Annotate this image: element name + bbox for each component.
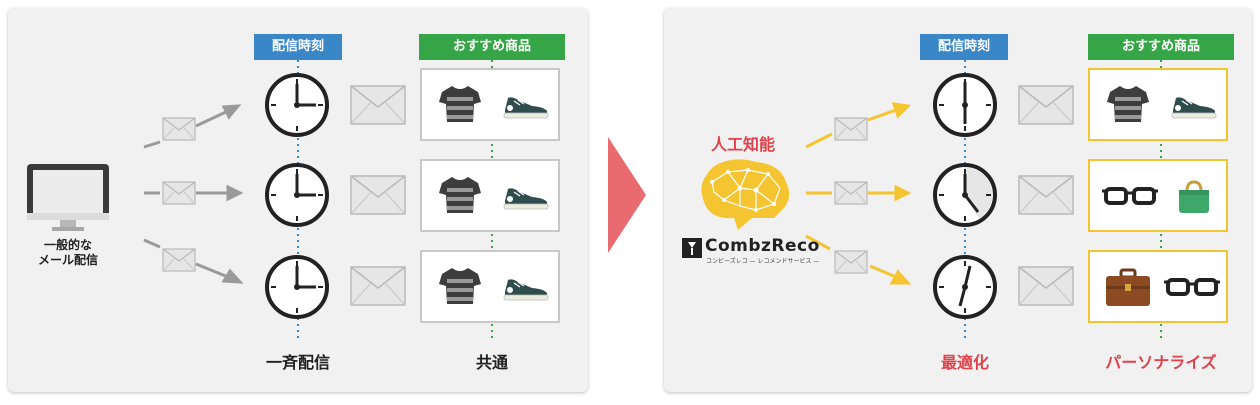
brand-subtitle: コンビーズレコ — レコメンドサービス — <box>706 258 820 265</box>
clock-icon <box>933 163 997 227</box>
clock-icon <box>265 163 329 227</box>
mail-icon <box>834 181 868 205</box>
ai-label: 人工知能 <box>710 135 775 154</box>
time-header: 配信時刻 <box>254 34 342 60</box>
product-box <box>1088 250 1228 323</box>
mail-icon <box>1018 266 1074 306</box>
product-box <box>1088 68 1228 141</box>
mail-icon <box>834 117 868 141</box>
bottom-time-label: 一斉配信 <box>265 353 330 372</box>
shirt-icon <box>1106 84 1150 124</box>
bottom-time-label: 最適化 <box>940 353 989 372</box>
briefcase-icon <box>1104 268 1152 308</box>
bottom-rec-label: パーソナライズ <box>1105 353 1217 372</box>
pc-label-line-2: メール配信 <box>37 253 98 267</box>
monitor-icon <box>27 164 109 231</box>
brain-icon <box>701 159 790 230</box>
brand-name: CombzReco <box>705 236 820 256</box>
clock-icon <box>933 255 997 319</box>
bag-icon <box>1176 179 1212 215</box>
mail-icon <box>1018 175 1074 215</box>
clock-icon <box>265 255 329 319</box>
clock-icon <box>265 73 329 137</box>
bottom-rec-label: 共通 <box>475 353 508 372</box>
time-header: 配信時刻 <box>920 34 1008 60</box>
mail-icon <box>834 250 868 274</box>
pc-label: 一般的な メール配信 <box>28 238 108 268</box>
product-box <box>1088 159 1228 232</box>
sneaker-icon <box>1170 92 1218 120</box>
rec-header: おすすめ商品 <box>1088 34 1234 60</box>
product-box <box>420 250 560 323</box>
clock-icon <box>933 73 997 137</box>
combzreco-logo-icon <box>682 238 702 258</box>
pc-label-line-1: 一般的な <box>43 238 92 252</box>
glasses-icon <box>1164 276 1220 300</box>
product-box <box>420 68 560 141</box>
product-box <box>420 159 560 232</box>
mail-icon <box>1018 85 1074 125</box>
rec-header: おすすめ商品 <box>419 34 565 60</box>
glasses-icon <box>1102 185 1158 209</box>
big-arrow-icon <box>608 137 646 253</box>
